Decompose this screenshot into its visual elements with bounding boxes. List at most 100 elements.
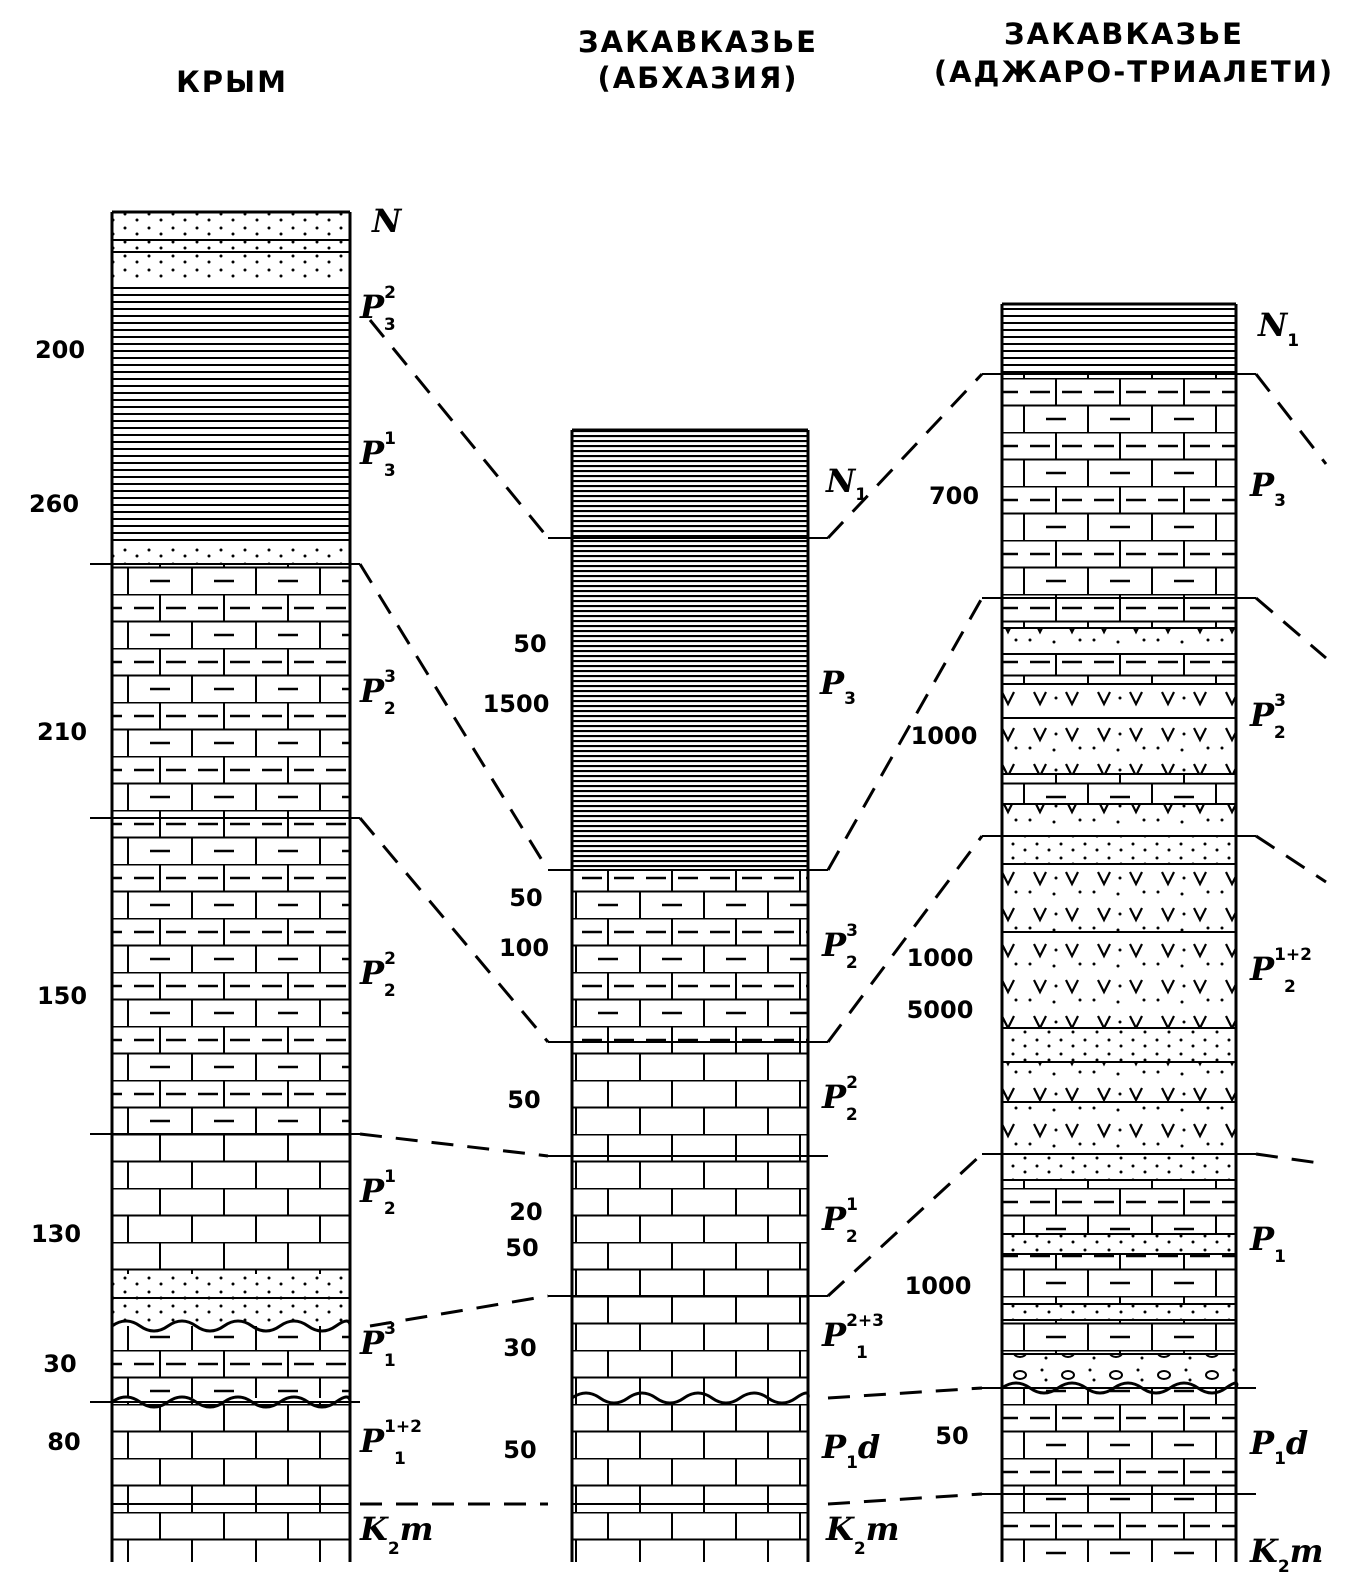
unconformity — [111, 1395, 352, 1409]
thickness-label: 20 — [509, 1198, 542, 1226]
layer-conglomerate — [1002, 1354, 1236, 1388]
thickness-label: 50 — [507, 1086, 540, 1114]
correlation-line — [826, 597, 984, 871]
thickness-label: 1500 — [483, 690, 550, 718]
layer-tuff — [1002, 718, 1236, 774]
thickness-label: 50 — [509, 884, 542, 912]
thickness-label: 50 — [505, 1234, 538, 1262]
stratigraphic-index: K2m — [825, 1510, 900, 1559]
unconformity — [571, 1391, 810, 1405]
thickness-label: 30 — [503, 1334, 536, 1362]
layer-shale — [112, 282, 350, 544]
correlation-line — [358, 563, 550, 871]
thickness-label: 30 — [43, 1350, 76, 1378]
thickness-label: 700 — [929, 482, 979, 510]
layer-limestone — [572, 1042, 808, 1398]
layer-tuff — [1002, 1102, 1236, 1154]
layer-marl — [112, 564, 350, 1134]
correlation-line — [826, 835, 984, 1043]
correlation-line — [1255, 834, 1327, 884]
layer-sand — [1002, 1234, 1236, 1254]
header-adjara-line1: ЗАКАВКАЗЬЕ — [1004, 17, 1244, 51]
header-crimea: КРЫМ — [176, 65, 288, 99]
layer-tuff — [1002, 1062, 1236, 1102]
layer-sand — [1002, 1154, 1236, 1180]
thickness-label: 50 — [513, 630, 546, 658]
header-abkhazia-line1: ЗАКАВКАЗЬЕ — [578, 25, 818, 59]
thickness-label: 1000 — [905, 1272, 972, 1300]
header-abkhazia-line2: (АБХАЗИЯ) — [597, 61, 798, 95]
thickness-label: 5000 — [907, 996, 974, 1024]
layer-shale — [1002, 304, 1236, 374]
layer-marl — [1002, 1254, 1236, 1304]
header-adjara-line2: (АДЖАРО-ТРИАЛЕТИ) — [934, 55, 1334, 89]
layer-sand — [112, 212, 350, 282]
correlation-line — [1254, 373, 1328, 465]
unconformity — [1001, 1381, 1239, 1395]
stratigraphic-index: K2m — [359, 1510, 434, 1559]
layer-marl — [1002, 1388, 1236, 1494]
correlation-line — [827, 1492, 983, 1506]
layer-tuff — [1002, 684, 1236, 710]
column-headers: КРЫМ ЗАКАВКАЗЬЕ (АБХАЗИЯ) ЗАКАВКАЗЬЕ (АД… — [176, 17, 1334, 99]
thickness-label: 150 — [37, 982, 87, 1010]
correlation-line — [358, 817, 550, 1043]
layer-limestone — [112, 1402, 350, 1562]
thickness-label: 130 — [31, 1220, 81, 1248]
stratigraphic-index: N — [371, 202, 403, 240]
correlation-line — [826, 372, 984, 540]
layer-tuff — [1002, 932, 1236, 1028]
stratigraphic-index: P3 — [819, 664, 856, 709]
layer-marl — [1002, 374, 1236, 598]
layer-sand — [1002, 836, 1236, 864]
correlation-line — [1255, 1152, 1327, 1166]
layer-sand — [112, 544, 350, 564]
thickness-label: 200 — [35, 336, 85, 364]
correlation-line — [359, 1132, 549, 1158]
layer-limestone — [572, 1398, 808, 1562]
layer-sand — [1002, 1304, 1236, 1320]
correlation-line — [368, 319, 550, 539]
stratigraphic-index: K2m — [1249, 1532, 1324, 1577]
layer-marl — [1002, 1180, 1236, 1234]
unconformity — [111, 1319, 352, 1333]
layer-tuff — [1002, 864, 1236, 932]
layer-tuff — [1002, 628, 1236, 654]
thickness-label: 1000 — [911, 722, 978, 750]
stratigraphic-index: N1 — [1257, 306, 1299, 351]
correlation-line — [369, 1294, 549, 1328]
stratigraphic-index: P1d — [821, 1428, 880, 1473]
stratigraphic-index: P3 — [1249, 466, 1286, 511]
stratigraphic-index: P1 — [1249, 1220, 1286, 1267]
layer-marl — [1002, 1494, 1236, 1562]
thickness-label: 50 — [935, 1422, 968, 1450]
layer-marl — [112, 1326, 350, 1398]
correlation-line — [827, 1386, 983, 1400]
layer-marl — [572, 870, 808, 1042]
layer-shale — [572, 430, 808, 870]
layer-marl — [1002, 598, 1236, 628]
layer-sand — [1002, 1028, 1236, 1062]
layer-marl — [1002, 774, 1236, 804]
thickness-label: 50 — [503, 1436, 536, 1464]
layer-marl — [1002, 654, 1236, 684]
layer-tuff — [1002, 804, 1236, 836]
layer-limestone — [112, 1134, 350, 1274]
